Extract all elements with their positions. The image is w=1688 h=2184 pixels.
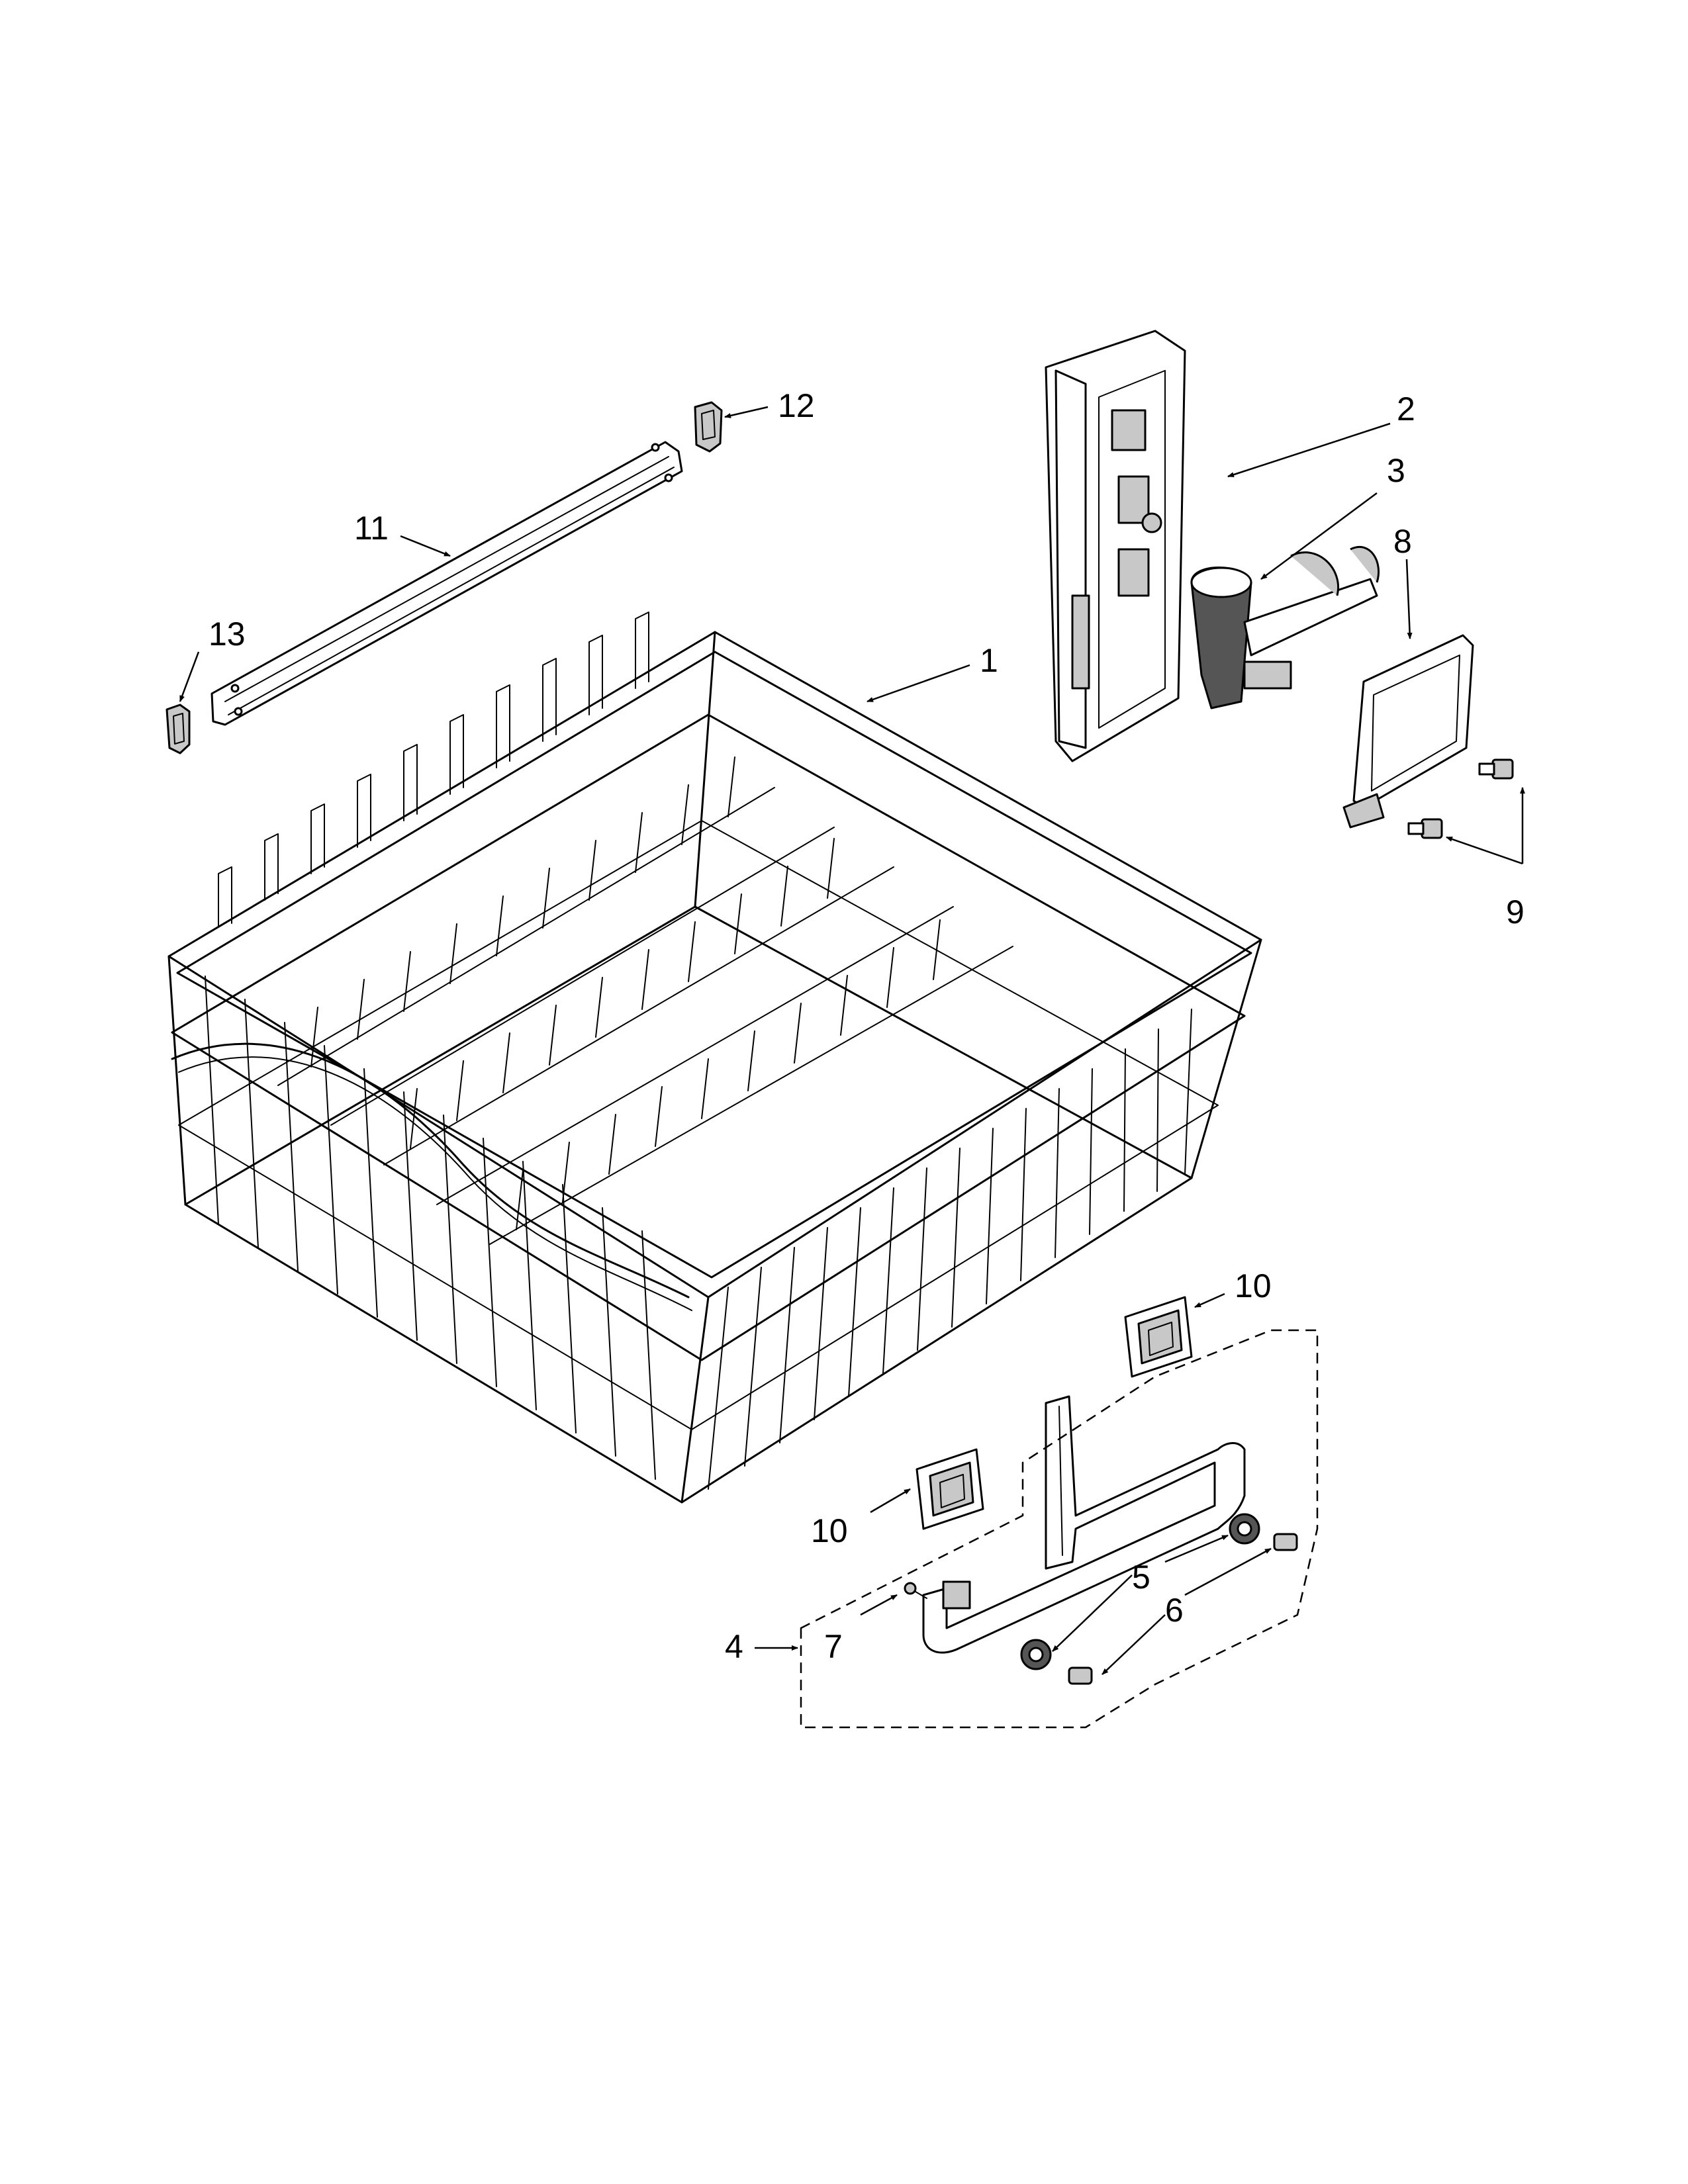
assembly-group-outline [800, 1329, 1319, 1729]
callout-11: 11 [354, 510, 389, 547]
callout-7: 7 [824, 1628, 843, 1665]
adjuster-cover-part [1342, 634, 1474, 829]
axle-right-part [1273, 1533, 1298, 1551]
screw-upper-part [1478, 758, 1514, 780]
adjuster-lever-part [1190, 545, 1380, 709]
pin-part [904, 1582, 927, 1599]
callout-3: 3 [1387, 452, 1405, 489]
callout-10-upper: 10 [1235, 1267, 1272, 1304]
slide-pad-upper-part [1124, 1296, 1193, 1378]
rack-adjuster-housing-part [1045, 330, 1186, 762]
top-rail-part [211, 441, 683, 726]
lower-arm-assembly-part [922, 1395, 1246, 1654]
callout-10-lower: 10 [811, 1512, 848, 1549]
wheel-left-part [1020, 1639, 1052, 1670]
callout-13: 13 [209, 615, 246, 653]
callout-2: 2 [1397, 390, 1415, 428]
wheel-right-part [1229, 1513, 1260, 1545]
axle-left-part [1068, 1666, 1093, 1685]
upper-dishrack-part [167, 612, 1262, 1504]
callout-4: 4 [725, 1628, 743, 1665]
rail-end-clip-part [694, 401, 723, 453]
callout-12: 12 [778, 387, 815, 424]
callout-8: 8 [1393, 523, 1412, 560]
screw-lower-part [1407, 818, 1443, 839]
callout-1: 1 [980, 642, 998, 679]
rail-end-cap-part [165, 704, 191, 754]
callout-6: 6 [1165, 1592, 1184, 1629]
callout-9: 9 [1506, 893, 1524, 931]
slide-pad-lower-part [915, 1448, 984, 1530]
callout-5: 5 [1132, 1559, 1150, 1596]
leader-lines [179, 406, 1525, 1675]
